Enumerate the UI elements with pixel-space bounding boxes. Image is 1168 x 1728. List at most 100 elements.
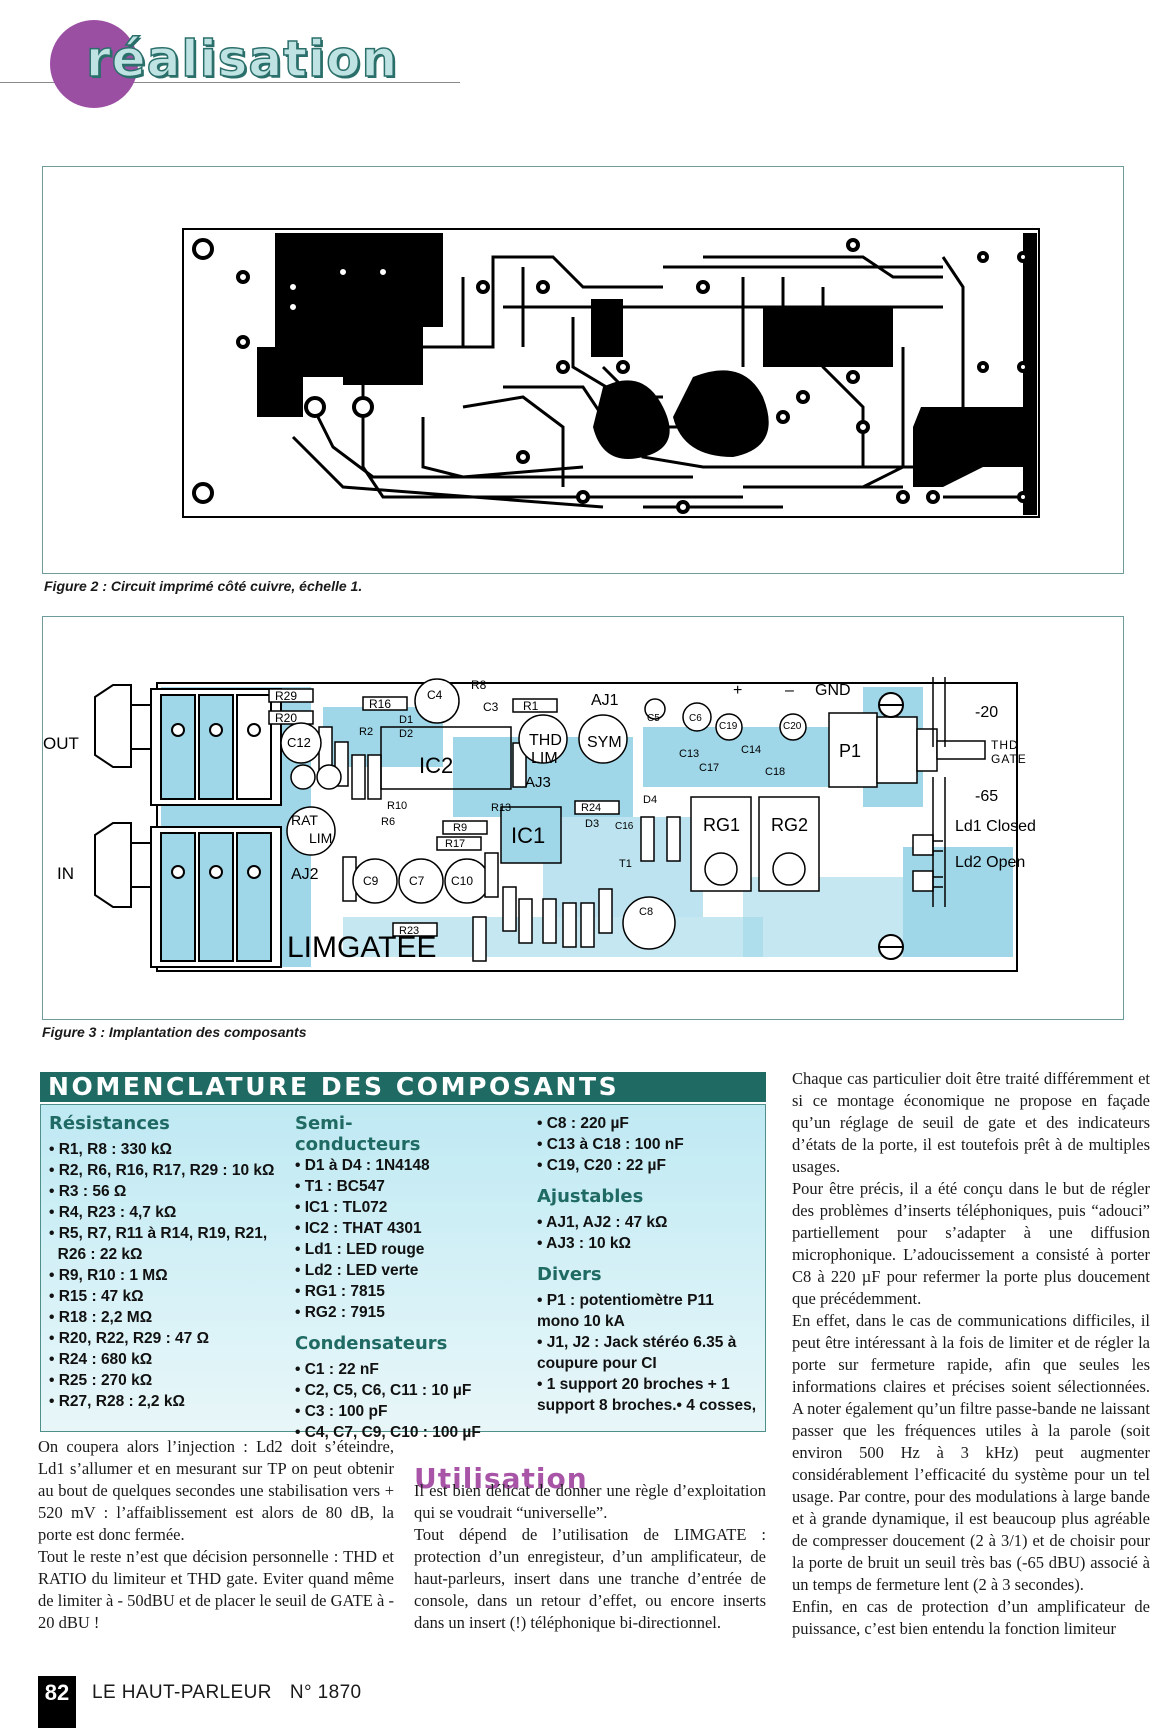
- label-c14: C14: [741, 744, 761, 756]
- label-sym: SYM: [587, 734, 622, 751]
- resistor-r22b: [640, 816, 655, 862]
- resistance-item: • R3 : 56 Ω: [49, 1183, 127, 1200]
- resistors: [268, 688, 681, 962]
- resistance-item: • R1, R8 : 330 kΩ: [49, 1141, 172, 1158]
- pcb-pad-block: [591, 299, 623, 357]
- label-aj1: AJ1: [591, 692, 619, 709]
- ic2-outline: [380, 726, 512, 790]
- paragraph: Enfin, en cas de protection d’un amplifi…: [792, 1597, 1150, 1638]
- label-rg1: RG1: [703, 815, 740, 835]
- label-c6: C6: [689, 713, 702, 724]
- resistor-r5: [367, 754, 382, 800]
- label-out: OUT: [43, 734, 79, 753]
- cap-c9: [352, 858, 398, 904]
- resistance-item: • R9, R10 : 1 MΩ: [49, 1267, 168, 1284]
- trimmer-aj2: [286, 806, 336, 856]
- resistance-item: • R2, R6, R16, R17, R29 : 10 kΩ: [49, 1162, 275, 1179]
- resistor-r20: [268, 710, 314, 725]
- label-r16: R16: [369, 697, 391, 711]
- nomenclature-col-semis: Semi- conducteurs • D1 à D4 : 1N4148• T1…: [295, 1113, 535, 1443]
- label-minus65: -65: [975, 788, 998, 805]
- utilisation-heading: Utilisation: [414, 1462, 588, 1495]
- resistor-r11: [502, 886, 517, 932]
- paragraph: Tout dépend de l’utilisation de LIMGATE …: [414, 1525, 766, 1632]
- figure-3-frame: OUT IN: [42, 616, 1124, 1020]
- capacitor-item: • C3 : 100 pF: [295, 1403, 388, 1420]
- resistance-item: • R20, R22, R29 : 47 Ω: [49, 1330, 210, 1347]
- ics: [380, 726, 562, 864]
- capacitors-list-cont: • C8 : 220 µF• C13 à C18 : 100 nF• C19, …: [537, 1113, 763, 1176]
- cap-c8: [622, 896, 676, 950]
- label-ic1: IC1: [511, 823, 545, 848]
- label-d1: D1: [399, 714, 413, 726]
- nomenclature-col-resistances: Résistances • R1, R8 : 330 kΩ• R2, R6, R…: [49, 1113, 309, 1412]
- label-c8: C8: [639, 906, 653, 918]
- page-number: 82: [38, 1676, 76, 1728]
- misc-item: • P1 : potentiomètre P11 mono 10 kA: [537, 1292, 714, 1330]
- regulator-rg2: [758, 796, 820, 892]
- semiconductor-item: • D1 à D4 : 1N4148: [295, 1157, 430, 1174]
- label-t1: T1: [619, 858, 632, 870]
- rg2-screw: [772, 852, 806, 886]
- section-title: réalisation: [85, 29, 399, 89]
- label-c19: C19: [719, 721, 738, 732]
- trimmers-list: • AJ1, AJ2 : 47 kΩ• AJ3 : 10 kΩ: [537, 1212, 763, 1254]
- label-plus: +: [733, 682, 742, 699]
- cap-c1: [484, 852, 499, 898]
- trimmer-item: • AJ1, AJ2 : 47 kΩ: [537, 1214, 668, 1231]
- label-c10: C10: [451, 874, 473, 888]
- label-gate-knob: GATE: [991, 752, 1027, 766]
- cap-c2: [316, 764, 342, 790]
- label-c16: C16: [615, 821, 634, 832]
- cap-c11: [290, 764, 316, 790]
- label-aj2: AJ2: [291, 866, 319, 883]
- label-r17: R17: [445, 838, 465, 850]
- figure-3-caption: Figure 3 : Implantation des composants: [42, 1024, 307, 1040]
- led-ld2: [912, 870, 934, 892]
- resistance-item: • R18 : 2,2 MΩ: [49, 1309, 153, 1326]
- leds: [912, 834, 943, 892]
- label-d3: D3: [585, 818, 599, 830]
- label-r6: R6: [381, 816, 395, 828]
- pcb-pad-cluster-1: [593, 380, 670, 459]
- resistor-r15: [351, 754, 366, 800]
- capacitor-item: • C4, C7, C9, C10 : 100 µF: [295, 1424, 481, 1441]
- label-lim: LIM: [531, 750, 558, 767]
- misc-list: • P1 : potentiomètre P11 mono 10 kA • J1,…: [537, 1290, 763, 1416]
- resistance-item: • R5, R7, R11 à R14, R19, R21, R26 : 22 …: [49, 1225, 268, 1263]
- label-minus20: -20: [975, 704, 998, 721]
- semiconductor-item: • T1 : BC547: [295, 1178, 385, 1195]
- resistance-item: • R24 : 680 kΩ: [49, 1351, 153, 1368]
- label-thd: THD: [529, 732, 562, 749]
- trimmer-aj1: [578, 714, 628, 764]
- label-r8: R8: [471, 678, 487, 692]
- board-name-label: LIMGATEE: [287, 931, 436, 964]
- trimmers: [286, 714, 628, 856]
- heading-divers: Divers: [537, 1264, 602, 1285]
- resistor-r16: [362, 696, 408, 711]
- label-c17: C17: [699, 762, 719, 774]
- jack-out: [94, 684, 282, 806]
- magazine-name: LE HAUT-PARLEUR: [92, 1682, 272, 1703]
- label-r1: R1: [523, 699, 539, 713]
- resistances-list: • R1, R8 : 330 kΩ • R2, R6, R16, R17, R29…: [49, 1139, 309, 1412]
- paragraph: Chaque cas particulier doit être traité …: [792, 1069, 1150, 1176]
- semiconductors-list: • D1 à D4 : 1N4148• T1 : BC547• IC1 : TL…: [295, 1155, 535, 1323]
- semiconductor-item: • IC2 : THAT 4301: [295, 1220, 422, 1237]
- label-r10: R10: [387, 800, 407, 812]
- paragraph: On coupera alors l’injection : Ld2 doit …: [38, 1437, 394, 1544]
- cap-c4: [414, 678, 460, 724]
- label-r13: R13: [491, 802, 511, 814]
- semiconductor-item: • RG2 : 7915: [295, 1304, 385, 1321]
- heading-ajustables: Ajustables: [537, 1186, 644, 1207]
- jack-in: [94, 822, 282, 968]
- pcb-pad-cluster-2: [673, 370, 769, 457]
- label-r2: R2: [359, 726, 373, 738]
- article-column-left: On coupera alors l’injection : Ld2 doit …: [38, 1436, 394, 1634]
- misc-item: • J1, J2 : Jack stéréo 6.35 à coupure po…: [537, 1334, 737, 1372]
- trimmer-aj3: [518, 714, 568, 764]
- capacitor-item: • C19, C20 : 22 µF: [537, 1157, 666, 1174]
- label-c18: C18: [765, 766, 785, 778]
- label-c20: C20: [783, 721, 802, 732]
